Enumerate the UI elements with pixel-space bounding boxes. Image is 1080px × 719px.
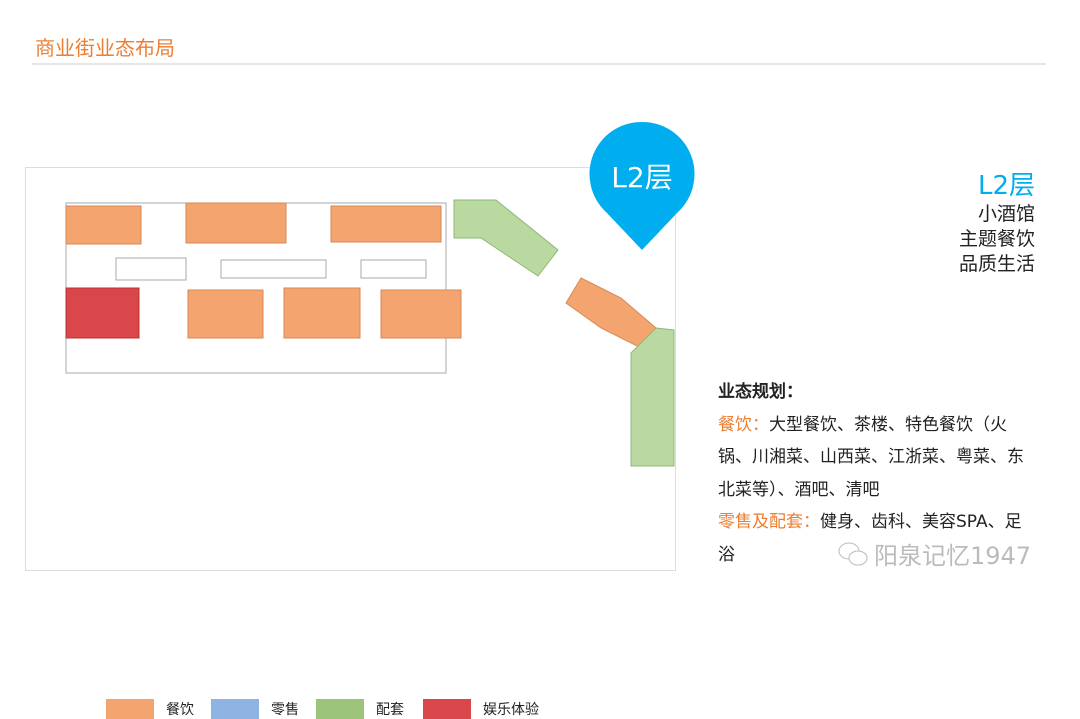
- floor-summary: L2层 小酒馆 主题餐饮 品质生活: [959, 170, 1035, 277]
- page-title: 商业街业态布局: [35, 36, 175, 60]
- unit-entertainment: [65, 287, 140, 339]
- dining-text: 大型餐饮、茶楼、特色餐饮（火锅、川湘菜、山西菜、江浙菜、粤菜、东北菜等）、酒吧、…: [718, 414, 1024, 500]
- floor-title: L2层: [977, 171, 1035, 201]
- unit-dining: [283, 287, 361, 339]
- title-divider: [32, 63, 1046, 65]
- legend-swatch: [423, 699, 471, 719]
- unit-dining: [380, 289, 462, 339]
- dining-desc: 餐饮：大型餐饮、茶楼、特色餐饮（火锅、川湘菜、山西菜、江浙菜、粤菜、东北菜等）、…: [718, 409, 1038, 507]
- unit-dining: [65, 205, 142, 245]
- map-pin-icon: [589, 121, 695, 251]
- legend-label: 餐饮: [166, 702, 194, 718]
- watermark: 阳泉记忆1947: [838, 536, 1031, 571]
- legend-swatch: [316, 699, 364, 719]
- unit-dining: [330, 205, 442, 243]
- summary-line: 主题餐饮: [958, 228, 1035, 250]
- legend-item-dining: 餐饮: [106, 699, 194, 719]
- unit-facility: [453, 199, 559, 277]
- legend-label: 娱乐体验: [483, 702, 539, 718]
- unit-dining: [185, 202, 287, 244]
- legend-label: 零售: [271, 702, 299, 718]
- legend-item-retail: 零售: [211, 699, 299, 719]
- legend-label: 配套: [376, 702, 404, 718]
- dining-label: 餐饮：: [718, 414, 769, 435]
- floor-plan-map: [65, 199, 675, 467]
- plan-heading: 业态规划：: [718, 382, 803, 402]
- summary-line: 品质生活: [958, 253, 1035, 275]
- retail-label: 零售及配套：: [718, 512, 820, 532]
- unit-dining: [187, 289, 264, 339]
- summary-line: 小酒馆: [977, 203, 1035, 225]
- pin-floor-label: L2层: [611, 161, 673, 194]
- retail-desc: 零售及配套：健身、齿科、美容SPA、足浴: [718, 506, 1038, 571]
- legend-swatch: [211, 699, 259, 719]
- unit-dining: [565, 277, 657, 349]
- legend-swatch: [106, 699, 154, 719]
- legend-item-facility: 配套: [316, 699, 404, 719]
- retail-text: 健身、齿科、美容SPA、足浴: [718, 512, 1022, 565]
- floor-plan-frame: 餐饮 零售 配套 娱乐体验: [25, 167, 676, 719]
- wechat-icon: [838, 542, 868, 565]
- legend-item-entertainment: 娱乐体验: [423, 699, 539, 719]
- watermark-text: 阳泉记忆1947: [874, 542, 1032, 570]
- business-plan: 业态规划： 餐饮：大型餐饮、茶楼、特色餐饮（火锅、川湘菜、山西菜、江浙菜、粤菜、…: [718, 376, 1038, 571]
- unit-facility: [630, 327, 675, 467]
